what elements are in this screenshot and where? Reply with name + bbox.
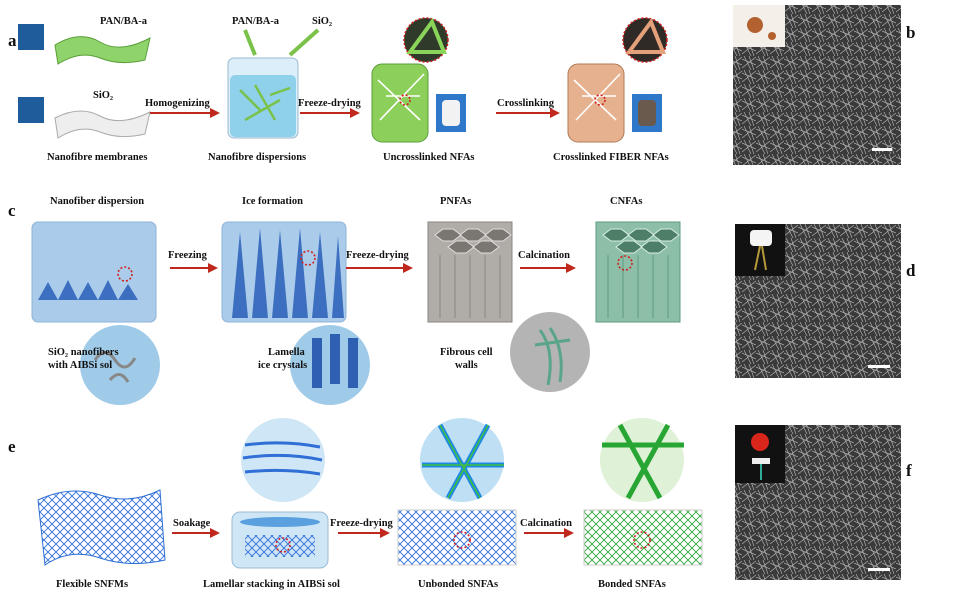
- bonded-snfa: [583, 418, 703, 566]
- panel-letter-e: e: [8, 437, 16, 456]
- soak-beaker: [231, 418, 329, 569]
- panel-letter-c: c: [8, 201, 16, 220]
- ice-cube: [221, 221, 370, 405]
- scale-bar-d: [868, 365, 890, 368]
- panel-letter-a: a: [8, 31, 17, 50]
- membrane-icons: [18, 24, 151, 139]
- caption-nanofibre-membranes: Nanofibre membranes: [47, 152, 147, 163]
- label-sio2-2: SiO₂: [312, 16, 332, 27]
- sio2-membrane: [54, 110, 151, 139]
- panel-letter-f: f: [906, 461, 912, 480]
- step-calcination-e: Calcination: [520, 518, 572, 529]
- beaker: [227, 28, 320, 139]
- caption-lamella-1: Lamella: [268, 347, 305, 358]
- pan-membrane: [54, 36, 151, 65]
- caption-uncrosslinked-nfas: Uncrosslinked NFAs: [383, 152, 475, 163]
- header-cnfas: CNFAs: [610, 196, 642, 207]
- arrows-e: [172, 528, 574, 538]
- caption-fibrous-cell-1: Fibrous cell: [440, 347, 493, 358]
- step-freeze-drying-c: Freeze-drying: [346, 250, 410, 261]
- step-freeze-drying-e: Freeze-drying: [330, 518, 394, 529]
- caption-unbonded-snfas: Unbonded SNFAs: [418, 579, 498, 590]
- step-freeze-drying-a: Freeze-drying: [298, 98, 362, 109]
- caption-flexible-snfms: Flexible SNFMs: [56, 579, 128, 590]
- step-crosslinking: Crosslinking: [497, 98, 555, 109]
- step-calcination-c: Calcination: [518, 250, 570, 261]
- uncrosslinked-nfa: [371, 17, 466, 143]
- membrane-photo-1: [18, 24, 44, 50]
- label-pan-ba-a-2: PAN/BA-a: [232, 16, 280, 27]
- header-pnfas: PNFAs: [440, 196, 471, 207]
- arrows-c: [170, 263, 576, 273]
- dispersion-cube: [31, 221, 160, 405]
- caption-sio2-nanofibers-2: with AIBSi sol: [48, 360, 112, 371]
- arrows-a: [150, 108, 560, 118]
- scale-bar-b: [872, 148, 892, 151]
- step-homogenizing: Homogenizing: [145, 98, 210, 109]
- header-ice-formation: Ice formation: [242, 196, 303, 207]
- pnfa-honeycomb: [427, 221, 513, 323]
- caption-lamellar-stacking: Lamellar stacking in AIBSi sol: [203, 579, 340, 590]
- crosslinked-nfa: [567, 17, 668, 143]
- header-nanofiber-dispersion: Nanofiber dispersion: [50, 196, 144, 207]
- caption-crosslinked-fiber-nfas: Crosslinked FIBER NFAs: [553, 152, 669, 163]
- label-sio2: SiO₂: [93, 90, 113, 101]
- panel-letter-d: d: [906, 261, 916, 280]
- step-freezing: Freezing: [168, 250, 208, 261]
- unbonded-snfa: [397, 418, 517, 566]
- caption-lamella-2: ice crystals: [258, 360, 307, 371]
- panel-letter-b: b: [906, 23, 915, 42]
- label-pan-ba-a: PAN/BA-a: [100, 16, 148, 27]
- caption-nanofibre-dispersions: Nanofibre dispersions: [208, 152, 306, 163]
- membrane-photo-2: [18, 97, 44, 123]
- scale-bar-f: [868, 568, 890, 571]
- step-soakage: Soakage: [173, 518, 211, 529]
- caption-bonded-snfas: Bonded SNFAs: [598, 579, 666, 590]
- cnfa-honeycomb: [510, 221, 681, 392]
- caption-fibrous-cell-2: walls: [455, 360, 478, 371]
- flexible-snfm: [37, 489, 166, 566]
- caption-sio2-nanofibers-1: SiO₂ nanofibers: [48, 347, 119, 358]
